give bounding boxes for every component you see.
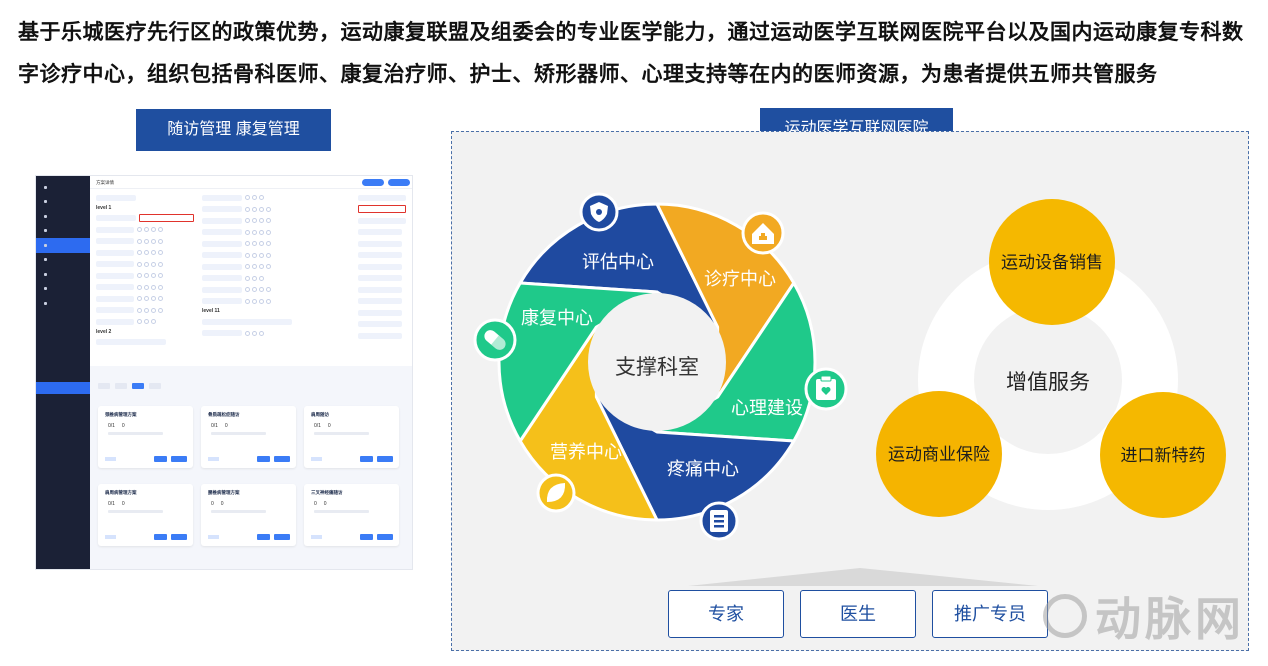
screenshot-button	[388, 179, 410, 186]
highlight-box	[139, 214, 194, 223]
screenshot-title: 方案详情	[90, 176, 412, 189]
sidebar-item	[36, 282, 90, 297]
screenshot-plan-list: 颈椎病管理方案 0/1 0 骨质疏松症随访 0/1 0 肩周随访 0/1 0 肩…	[36, 366, 412, 569]
sidebar-item	[36, 267, 90, 282]
watermark-text: 动脉网	[1095, 593, 1245, 645]
sidebar-item	[36, 180, 90, 195]
leaf-icon	[536, 473, 576, 513]
tab-doctor[interactable]: 医生	[800, 590, 916, 638]
sidebar-item	[36, 224, 90, 239]
system-screenshot: 方案详情 level 1 level 2	[35, 175, 413, 570]
screenshot-column-1: level 1 level 2	[96, 192, 196, 348]
service-label-equipment: 运动设备销售	[1001, 253, 1103, 272]
sidebar-item	[36, 195, 90, 210]
follow-up-label: 随访管理 康复管理	[136, 109, 331, 151]
document-icon	[699, 501, 739, 541]
sidebar-item-active	[36, 238, 90, 253]
services-diagram: 增值服务 运动设备销售 运动商业保险 进口新特药	[876, 199, 1226, 518]
segment-label-psychology: 心理建设	[731, 398, 803, 418]
level-label: level 11	[202, 308, 220, 314]
segment-label-pain: 疼痛中心	[667, 459, 739, 479]
screenshot-card: 三叉神经痛随访 0 0	[304, 484, 399, 546]
wheel-center	[588, 293, 726, 431]
headline: 基于乐城医疗先行区的政策优势，运动康复联盟及组委会的专业医学能力，通过运动医学互…	[18, 21, 1244, 86]
shield-icon	[579, 192, 619, 232]
level-label: level 2	[96, 328, 112, 335]
segment-label-nutrition: 营养中心	[550, 442, 622, 462]
level-label: level 1	[96, 204, 112, 211]
segment-label-clinic: 诊疗中心	[704, 269, 776, 289]
mental-clipboard-icon	[804, 367, 848, 411]
screenshot-filter	[98, 381, 161, 391]
screenshot-card: 肩周随访 0/1 0	[304, 406, 399, 468]
tab-expert[interactable]: 专家	[668, 590, 784, 638]
service-label-drugs: 进口新特药	[1121, 446, 1206, 465]
clinic-house-icon	[741, 211, 785, 255]
screenshot-column-2: level 11	[202, 192, 307, 339]
service-circle-drugs	[1100, 392, 1226, 518]
screenshot-button	[362, 179, 384, 186]
service-circle-equipment	[989, 199, 1115, 325]
screenshot-card: 腰椎病管理方案 0 0	[201, 484, 296, 546]
watermark-logo-icon	[1043, 594, 1087, 638]
screenshot-card: 肩周病管理方案 0/1 0	[98, 484, 193, 546]
tab-promoter[interactable]: 推广专员	[932, 590, 1048, 638]
segment-label-assessment: 评估中心	[582, 252, 654, 272]
screenshot-card: 颈椎病管理方案 0/1 0	[98, 406, 193, 468]
sidebar-item	[36, 296, 90, 311]
wheel-center-label: 支撑科室	[615, 356, 699, 379]
tabs-connector	[688, 568, 1038, 586]
service-label-insurance: 运动商业保险	[888, 445, 990, 464]
sidebar-item	[36, 209, 90, 224]
services-center-label: 增值服务	[1006, 371, 1090, 394]
segment-label-rehab: 康复中心	[521, 308, 593, 328]
screenshot-column-3	[358, 192, 410, 342]
services-ring-hole	[974, 306, 1122, 454]
screenshot-plan-detail: 方案详情 level 1 level 2	[90, 176, 412, 366]
sidebar-item	[36, 253, 90, 268]
service-circle-insurance	[876, 391, 1002, 517]
screenshot-card: 骨质疏松症随访 0/1 0	[201, 406, 296, 468]
screenshot-tree	[36, 366, 90, 569]
highlight-box	[358, 205, 406, 214]
watermark: 动脉网	[1043, 584, 1245, 648]
pill-icon	[473, 318, 517, 362]
